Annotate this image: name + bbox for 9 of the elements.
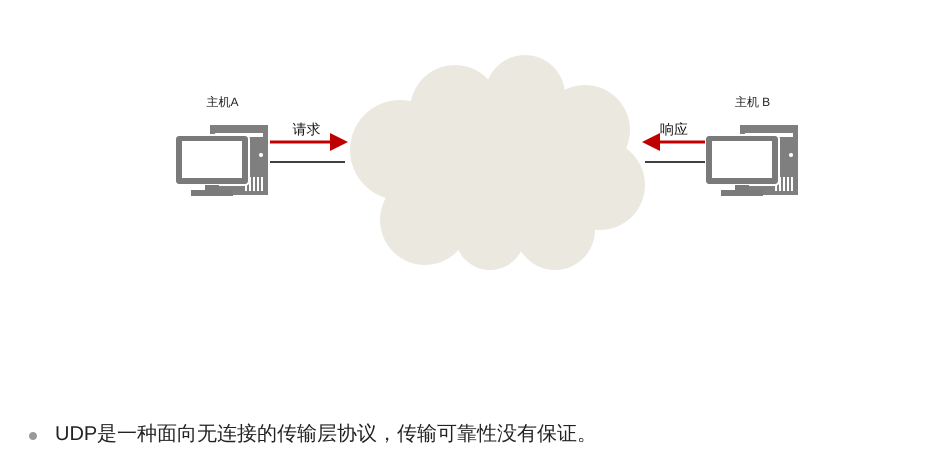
edge-label: 响应 [660,121,688,139]
connector-line [645,161,705,163]
connector-line [270,133,348,151]
edge-label: 请求 [292,121,320,139]
host-label: 主机 B [734,94,770,111]
bullet-text: UDP是一种面向无连接的传输层协议，传输可靠性没有保证。 [55,422,598,447]
connector-line [642,133,705,151]
connector-line [270,161,345,163]
host-label: 主机A [206,94,238,111]
